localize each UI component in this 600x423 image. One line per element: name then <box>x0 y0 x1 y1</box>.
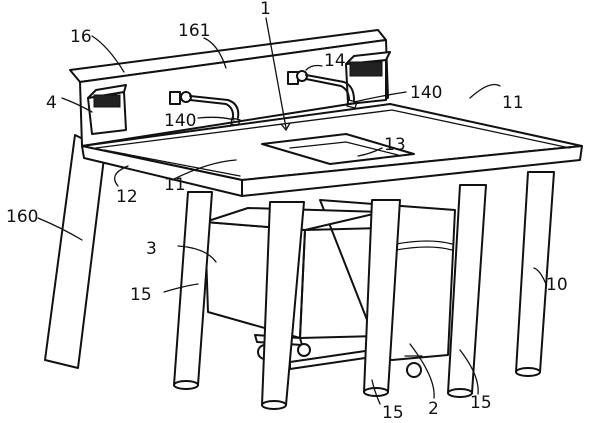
label-140-right: 140 <box>410 83 442 103</box>
soap-box-left <box>87 84 127 135</box>
label-4: 4 <box>46 93 57 113</box>
leader-lines <box>37 17 547 405</box>
faucet-left <box>169 91 241 127</box>
label-14: 14 <box>324 51 346 71</box>
soap-box-right <box>345 51 391 105</box>
label-15-bottom: 15 <box>382 403 404 423</box>
label-12: 12 <box>116 187 138 207</box>
label-11-right: 11 <box>502 93 524 113</box>
label-16: 16 <box>70 27 92 47</box>
faucet-right <box>287 70 358 109</box>
label-140-left: 140 <box>164 111 196 131</box>
label-15-right: 15 <box>470 393 492 413</box>
label-161: 161 <box>178 21 210 41</box>
label-10: 10 <box>546 275 568 295</box>
label-1: 1 <box>260 0 271 19</box>
label-11-left: 11 <box>164 175 186 195</box>
side-panel <box>44 134 106 369</box>
label-2: 2 <box>428 399 439 419</box>
label-13: 13 <box>384 135 406 155</box>
table-top <box>81 103 583 197</box>
legs <box>173 171 555 410</box>
label-3: 3 <box>146 239 157 259</box>
label-15-left: 15 <box>130 285 152 305</box>
label-160: 160 <box>6 207 38 227</box>
part-labels: 1 16 161 14 4 140 140 13 11 11 12 160 3 … <box>6 0 568 423</box>
